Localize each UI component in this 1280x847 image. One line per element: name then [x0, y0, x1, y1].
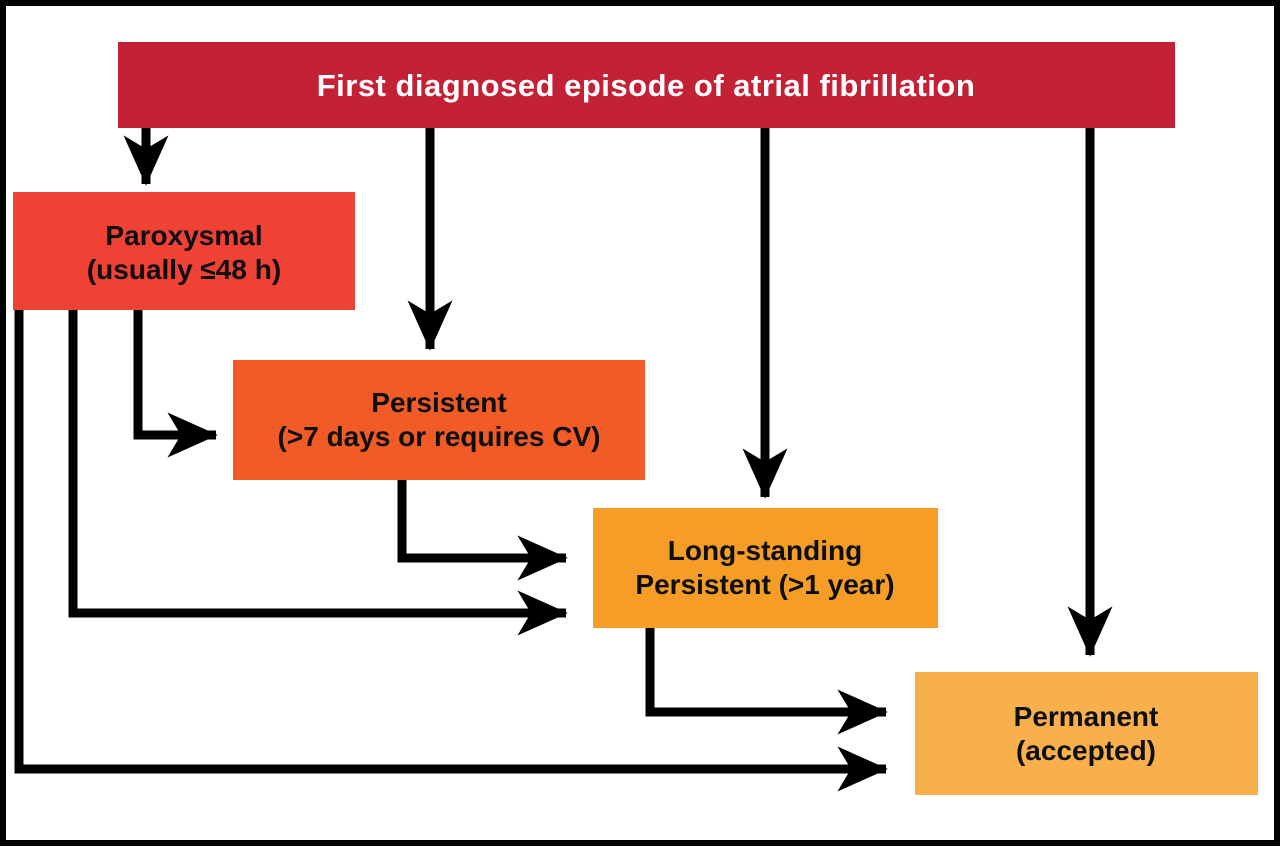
node-first-diagnosed-box [118, 42, 1175, 128]
node-paroxysmal-box [13, 192, 355, 310]
node-longstanding-label-line2: Persistent (>1 year) [635, 569, 894, 600]
node-paroxysmal-label-line2: (usually ≤48 h) [87, 254, 281, 285]
node-first-diagnosed-label: First diagnosed episode of atrial fibril… [317, 68, 976, 103]
node-permanent-label-line2: (accepted) [1016, 735, 1156, 766]
node-persistent-label-line2: (>7 days or requires CV) [278, 421, 601, 452]
node-paroxysmal-label-line1: Paroxysmal [105, 220, 262, 251]
edge-paroxysmal-to-persistent-arrow [133, 306, 218, 458]
node-permanent-label-line1: Permanent [1014, 701, 1159, 732]
node-longstanding-label-line1: Long-standing [668, 535, 862, 566]
node-persistent-box [233, 360, 645, 480]
node-persistent-label-line1: Persistent [371, 387, 506, 418]
edge-paroxysmal-to-longstanding-arrow [68, 306, 568, 636]
edge-longstanding-to-permanent-arrow [645, 626, 888, 735]
edge-persistent-to-longstanding-arrow [397, 478, 568, 581]
node-longstanding-box [593, 508, 938, 628]
edge-paroxysmal-to-permanent-arrow [14, 306, 888, 792]
node-permanent-box [915, 672, 1258, 795]
